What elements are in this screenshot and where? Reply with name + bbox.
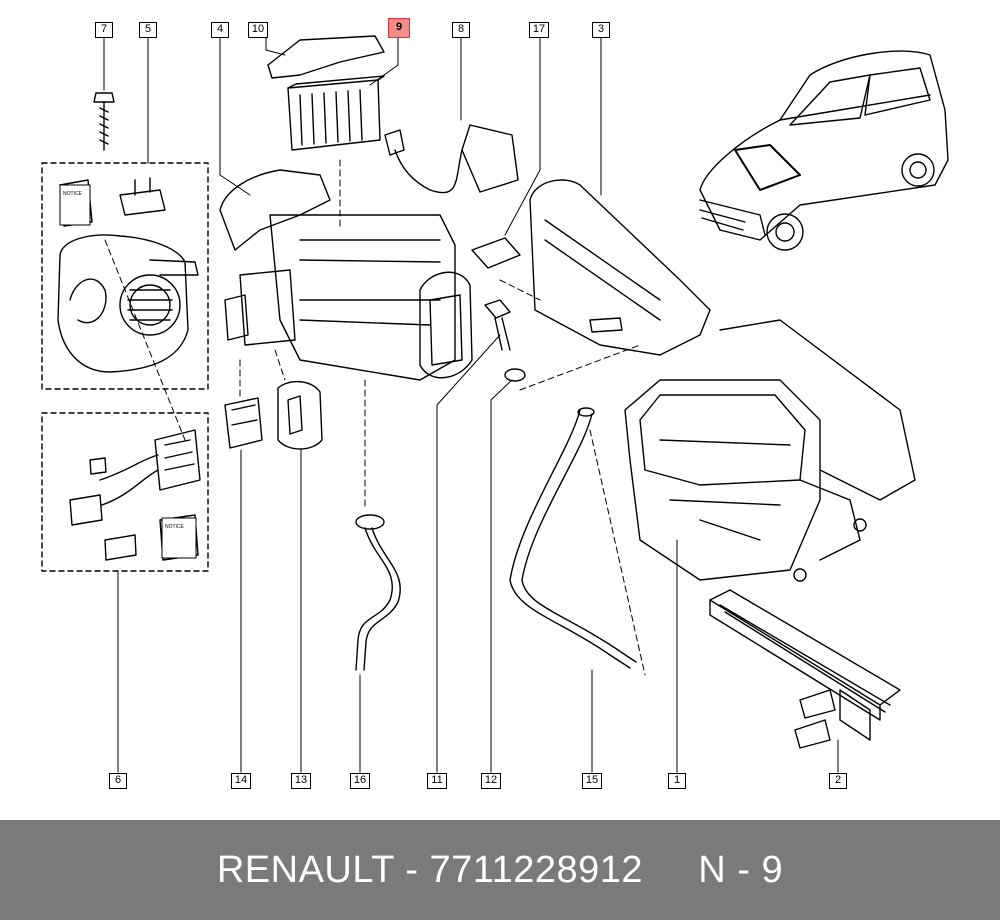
sensor-part-8 (384, 124, 519, 194)
cabin-filter-part-9 (287, 75, 385, 151)
callout-8: 8 (452, 22, 470, 38)
callout-4: 4 (211, 22, 229, 38)
hose-part-15 (509, 407, 637, 669)
callout-12: 12 (481, 773, 501, 789)
kit-box-6 (41, 412, 209, 572)
drain-hose-part-16 (355, 514, 401, 671)
notice-label-kit6: NOTICE (165, 524, 185, 530)
kit-box-5 (41, 162, 209, 390)
callout-16: 16 (350, 773, 370, 789)
callout-10: 10 (248, 22, 268, 38)
housing-part-1 (624, 319, 916, 582)
callout-15: 15 (582, 773, 602, 789)
cover-part-10 (267, 35, 385, 79)
heater-unit-part-4 (219, 169, 473, 381)
cover-part-3 (529, 179, 711, 356)
callout-3: 3 (592, 22, 610, 38)
resistor-part-14 (224, 397, 263, 449)
bolt-part-12 (484, 299, 526, 382)
vehicle-illustration (699, 50, 949, 251)
callout-14: 14 (231, 773, 251, 789)
exploded-parts-diagram: NOTICE NOTICE (41, 29, 949, 773)
footer-banner: RENAULT - 7711228912 N - 9 (0, 820, 1000, 920)
blower-motor (57, 177, 199, 373)
screw-part-7 (93, 92, 115, 151)
footer-part-label: RENAULT - 7711228912 N - 9 (216, 848, 784, 891)
callout-17: 17 (529, 22, 549, 38)
bracket-part-13 (277, 381, 323, 450)
callout-9-highlighted: 9 (388, 18, 410, 38)
callout-13: 13 (291, 773, 311, 789)
notice-label-kit5: NOTICE (63, 191, 83, 197)
leader-lines (103, 29, 839, 773)
callout-1: 1 (668, 773, 686, 789)
notice-booklets: NOTICE NOTICE (59, 184, 197, 559)
seal-part-17 (471, 237, 521, 269)
callout-2: 2 (829, 773, 847, 789)
callout-11: 11 (427, 773, 447, 789)
heater-core-part-2 (709, 589, 901, 749)
callout-7: 7 (95, 22, 113, 38)
callout-5: 5 (139, 22, 157, 38)
callout-6: 6 (109, 773, 127, 789)
